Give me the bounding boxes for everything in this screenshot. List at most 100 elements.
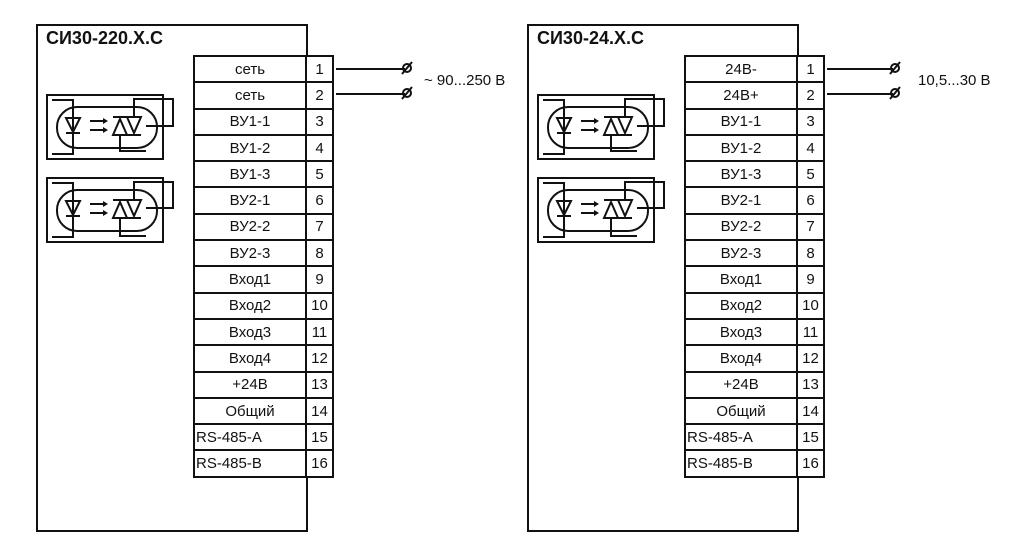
terminal-label: Вход2	[684, 291, 798, 320]
triac-optocoupler-icon	[46, 177, 174, 243]
terminal-number: 10	[305, 291, 334, 320]
triac-lead-bottom	[610, 135, 637, 152]
terminal-label: RS-485-A	[684, 423, 798, 452]
triac-diode-up	[602, 199, 620, 219]
terminal-number: 7	[305, 212, 334, 242]
terminal-label: Вход3	[193, 317, 307, 347]
terminal-label: Общий	[684, 396, 798, 426]
triac-optocoupler-icon	[537, 177, 665, 243]
optocoupler-box	[46, 94, 164, 160]
terminal-slash	[889, 86, 901, 100]
terminal-number: 2	[305, 81, 334, 110]
terminal-number: 14	[305, 396, 334, 426]
terminal-label: +24В	[193, 370, 307, 399]
terminal-label: ВУ2-2	[193, 212, 307, 242]
terminal-label: ВУ2-3	[684, 239, 798, 268]
triac-diode-down	[125, 199, 143, 219]
terminal-number: 8	[305, 239, 334, 268]
terminal-label: 24В+	[684, 81, 798, 110]
terminal-label: ВУ2-3	[193, 239, 307, 268]
triac-lead-top	[624, 181, 665, 209]
triac-optocoupler-icon	[46, 94, 174, 160]
triac-optocoupler-icon	[537, 94, 665, 160]
terminal-number: 6	[796, 186, 825, 215]
terminal-label: Вход3	[684, 317, 798, 347]
terminal-number: 11	[305, 317, 334, 347]
terminal-slash	[401, 61, 413, 75]
triac-diode-down	[125, 116, 143, 136]
terminal-number: 4	[305, 133, 334, 163]
triac-lead-bottom	[610, 218, 637, 237]
terminal-number: 16	[796, 449, 825, 478]
terminal-number: 3	[305, 107, 334, 136]
led-leads	[543, 99, 565, 155]
terminal-label: Вход4	[193, 344, 307, 373]
terminal-number: 3	[796, 107, 825, 136]
terminal-label: +24В	[684, 370, 798, 399]
terminal-label: ВУ1-1	[193, 107, 307, 136]
triac-lead-top	[133, 98, 174, 127]
terminal-slash	[889, 61, 901, 75]
optocoupler-box	[537, 177, 655, 243]
terminal-slash	[401, 86, 413, 100]
supply-voltage-label: ~ 90...250 В	[424, 72, 506, 89]
terminal-number: 10	[796, 291, 825, 320]
terminal-number: 16	[305, 449, 334, 478]
led-diode	[555, 200, 573, 218]
light-arrowhead	[103, 210, 108, 216]
led-diode	[64, 117, 82, 135]
terminal-label: сеть	[193, 54, 307, 84]
light-arrowhead	[103, 201, 108, 207]
led-leads	[543, 182, 565, 238]
terminal-label: ВУ1-3	[684, 160, 798, 189]
terminal-number: 1	[796, 54, 825, 84]
light-arrowhead	[594, 127, 599, 133]
terminal-label: сеть	[193, 81, 307, 110]
terminal-circle	[402, 63, 412, 73]
triac-diode-down	[616, 116, 634, 136]
terminal-label: Вход4	[684, 344, 798, 373]
led-leads	[52, 99, 74, 155]
triac-diode-up	[602, 116, 620, 136]
optocoupler-capsule	[547, 189, 649, 232]
terminal-number: 13	[305, 370, 334, 399]
light-arrowhead	[594, 118, 599, 124]
light-arrowhead	[594, 210, 599, 216]
terminal-row: 24В-1	[684, 54, 825, 84]
supply-voltage-label: 10,5...30 В	[918, 72, 991, 89]
terminal-label: ВУ2-2	[684, 212, 798, 242]
terminal-number: 4	[796, 133, 825, 163]
device-title: СИ30-220.Х.С	[46, 28, 163, 48]
optocoupler-capsule	[547, 106, 649, 149]
triac-lead-top	[133, 181, 174, 209]
triac-diode-up	[111, 116, 129, 136]
terminal-number: 12	[796, 344, 825, 373]
triac-diode-down	[616, 199, 634, 219]
terminal-number: 12	[305, 344, 334, 373]
terminal-label: RS-485-B	[684, 449, 798, 478]
terminal-number: 1	[305, 54, 334, 84]
